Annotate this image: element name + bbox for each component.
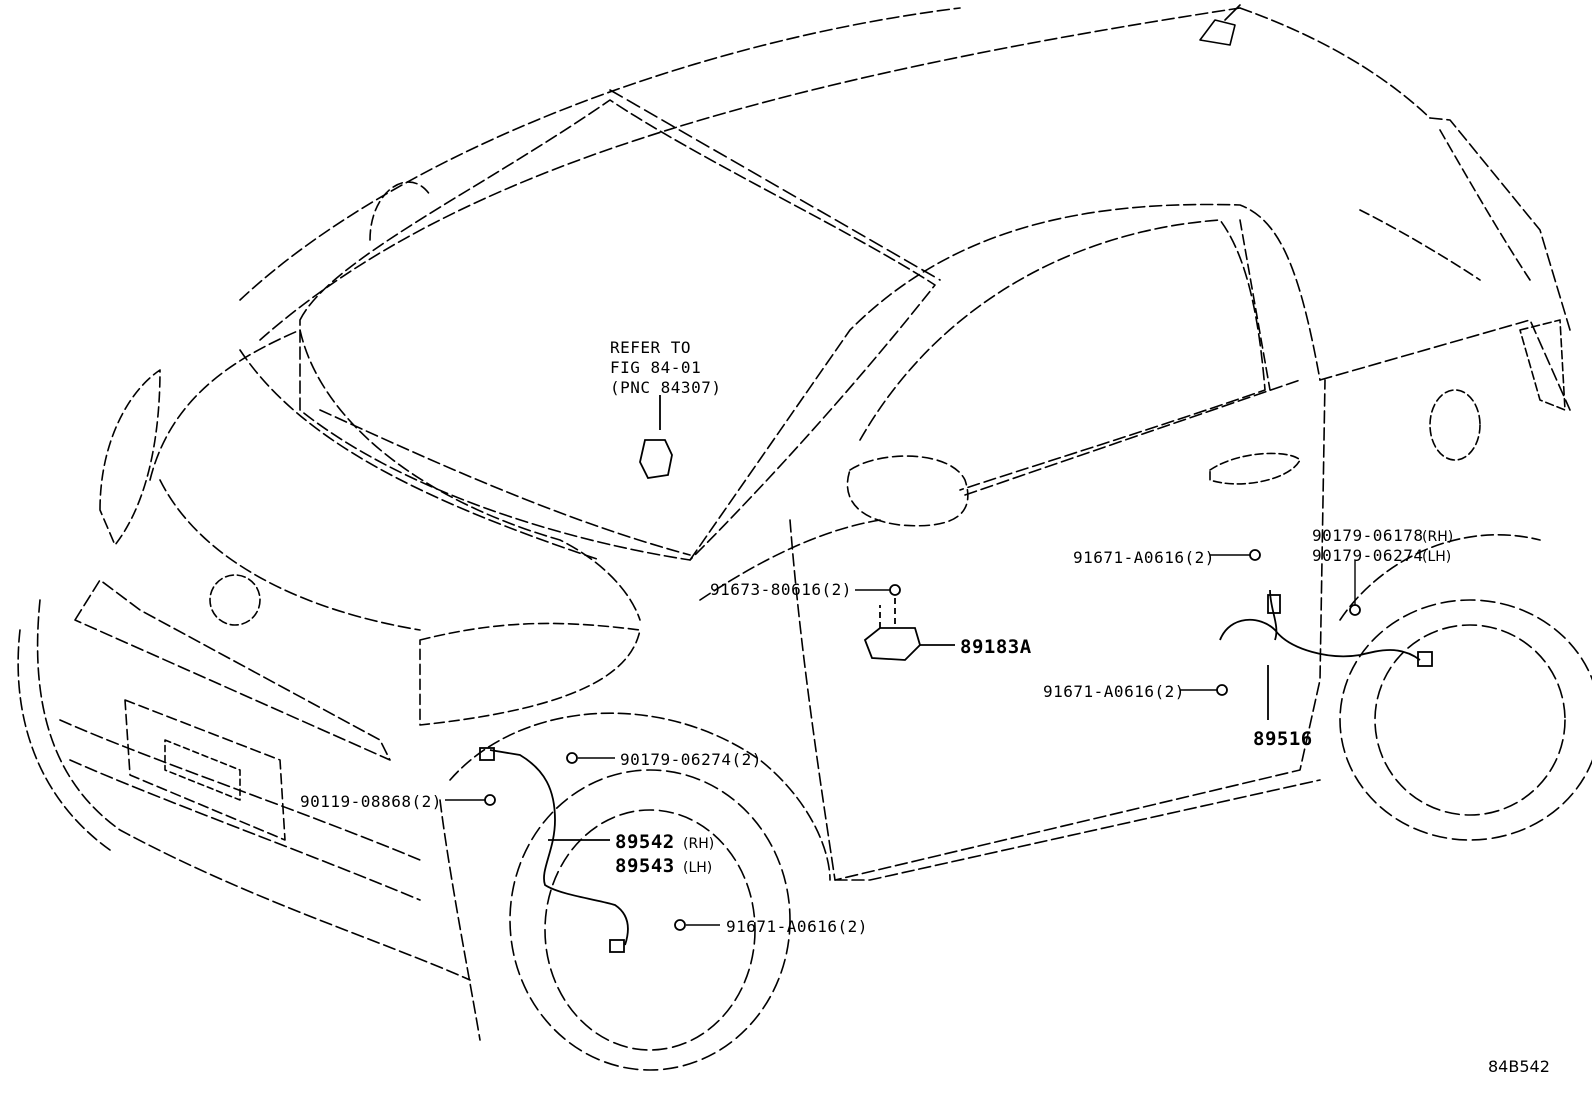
clip-90179-rear — [1349, 604, 1361, 616]
refer-line-3: (PNC 84307) — [610, 378, 721, 397]
callout-89542: 89542 — [615, 831, 675, 853]
callout-90119: 90119-08868(2) — [300, 792, 442, 811]
antenna — [1199, 19, 1236, 46]
front-wheel-arch — [449, 712, 831, 881]
callout-91671-low: 91671-A0616(2) — [726, 917, 868, 936]
callout-90179-rh-side: (RH) — [1422, 529, 1453, 545]
refer-line-2: FIG 84-01 — [610, 358, 701, 377]
callout-89183a: 89183A — [960, 636, 1032, 658]
callout-89542-side: (RH) — [683, 836, 714, 852]
headlight-right — [419, 622, 641, 726]
rear-speed-sensor-harness — [1219, 618, 1421, 661]
headlight-left — [99, 369, 161, 546]
rain-sensor-part — [639, 439, 673, 479]
rear-wheel — [1339, 599, 1592, 841]
callout-89543-side: (LH) — [683, 860, 712, 876]
side-mirror — [846, 455, 969, 527]
rear-wheel-arch — [1339, 534, 1541, 621]
refer-line-1: REFER TO — [610, 338, 691, 357]
bolt-91673 — [889, 584, 901, 596]
bolt-91671-top — [1249, 549, 1261, 561]
callout-90179-lh: 90179-06274 — [1312, 546, 1423, 565]
callout-91673: 91673-80616(2) — [710, 580, 852, 599]
bolt-91671-low — [674, 919, 686, 931]
roof-outline — [239, 7, 961, 301]
front-wheel — [509, 769, 791, 1071]
windshield — [299, 99, 936, 561]
door — [789, 379, 1326, 881]
figure-code: 84B542 — [1488, 1057, 1550, 1076]
callout-89543: 89543 — [615, 855, 675, 877]
module-89183a — [863, 627, 922, 661]
license-plate — [124, 699, 286, 841]
callout-90179-lh-side: (LH) — [1422, 549, 1451, 565]
callout-90179-front: 90179-06274(2) — [620, 750, 762, 769]
bolt-91671-mid — [1216, 684, 1228, 696]
door-window — [859, 219, 1266, 491]
callout-91671-top: 91671-A0616(2) — [1073, 548, 1215, 567]
hood — [149, 329, 641, 621]
callout-89516: 89516 — [1253, 728, 1313, 750]
callout-90179-rh: 90179-06178 — [1312, 526, 1423, 545]
door-handle — [1209, 452, 1301, 485]
front-speed-sensor-harness — [489, 749, 629, 946]
clip-90179-front — [566, 752, 578, 764]
bolt-90119 — [484, 794, 496, 806]
callout-91671-mid: 91671-A0616(2) — [1043, 682, 1185, 701]
